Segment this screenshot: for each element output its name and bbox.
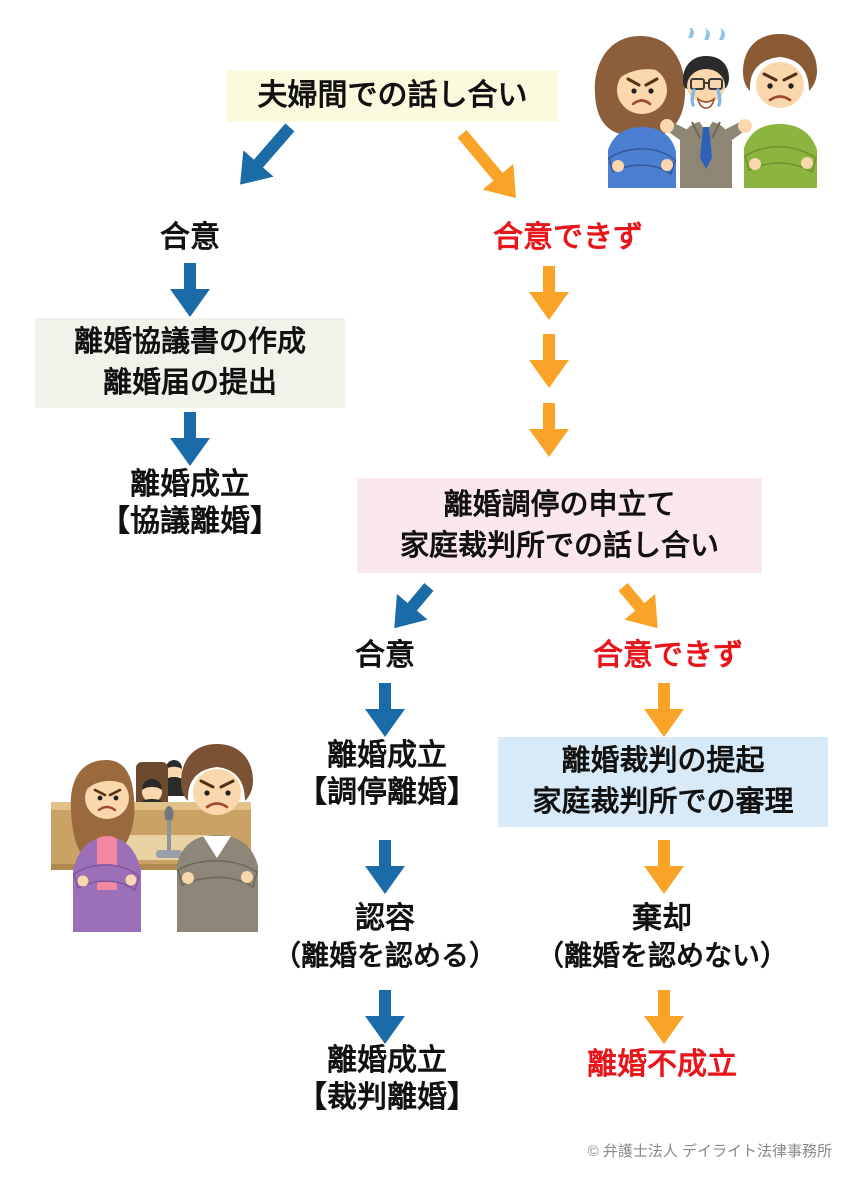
- down-arrow-icon: [644, 683, 684, 742]
- disagree-label-1-text: 合意できず: [493, 221, 643, 254]
- down-arrow-icon: [644, 990, 684, 1049]
- agreement-document-line2: 離婚届の提出: [102, 367, 277, 399]
- diagonal-down-left-arrow-icon: [225, 114, 305, 198]
- down-arrow-icon: [644, 840, 684, 899]
- courtroom-svg: [51, 744, 258, 932]
- consensual-divorce-line1: 離婚成立: [130, 468, 250, 501]
- lawsuit-line2: 家庭裁判所での審理: [532, 786, 794, 818]
- start-discussion-label: 夫婦間での話し合い: [257, 79, 528, 112]
- disagree-label-2-text: 合意できず: [593, 639, 743, 672]
- lawsuit-box: 離婚裁判の提起 家庭裁判所での審理: [498, 737, 828, 827]
- disagree-label-1: 合意できず: [493, 221, 643, 255]
- mediation-divorce-result: 離婚成立 【調停離婚】: [297, 737, 477, 811]
- consensual-divorce-result: 離婚成立 【協議離婚】: [100, 466, 280, 540]
- arguing-couple-illustration: [588, 26, 828, 188]
- copyright-notice: © 弁護士法人 デイライト法律事務所: [588, 1140, 832, 1161]
- down-arrow-icon: [170, 412, 210, 471]
- mediation-line1: 離婚調停の申立て: [443, 488, 676, 521]
- dismissal-line2: （離婚を認めない）: [535, 940, 789, 971]
- agree-label-1: 合意: [160, 221, 220, 255]
- agree-label-1-text: 合意: [160, 221, 220, 254]
- down-arrow-icon: [529, 334, 569, 393]
- diagonal-down-right-arrow-icon: [447, 121, 532, 211]
- down-arrow-icon: [365, 840, 405, 899]
- judicial-divorce-line2: 【裁判離婚】: [297, 1081, 477, 1114]
- diagonal-down-right-arrow-icon: [608, 574, 677, 645]
- agreement-document-box: 離婚協議書の作成 離婚届の提出: [35, 318, 345, 408]
- mediation-box: 離婚調停の申立て 家庭裁判所での話し合い: [357, 478, 762, 573]
- courtroom-illustration: [33, 740, 268, 932]
- agree-label-2-text: 合意: [355, 639, 415, 672]
- dismissal-line1: 棄却: [631, 902, 692, 935]
- down-arrow-icon: [365, 683, 405, 742]
- lawsuit-line1: 離婚裁判の提起: [561, 745, 765, 777]
- acceptance-node: 認容 （離婚を認める）: [273, 900, 497, 974]
- mediation-divorce-line1: 離婚成立: [327, 739, 447, 772]
- copyright-text: © 弁護士法人 デイライト法律事務所: [587, 1143, 832, 1160]
- arguing-couple-svg: [594, 26, 817, 188]
- dismissal-node: 棄却 （離婚を認めない）: [536, 900, 788, 974]
- divorce-failure-node: 離婚不成立: [587, 1048, 737, 1082]
- judicial-divorce-line1: 離婚成立: [327, 1044, 447, 1077]
- agreement-document-line1: 離婚協議書の作成: [73, 326, 306, 358]
- divorce-failure-text: 離婚不成立: [587, 1048, 737, 1081]
- down-arrow-icon: [365, 990, 405, 1049]
- judicial-divorce-result: 離婚成立 【裁判離婚】: [297, 1042, 477, 1116]
- consensual-divorce-line2: 【協議離婚】: [100, 505, 280, 538]
- agree-label-2: 合意: [355, 639, 415, 673]
- mediation-line2: 家庭裁判所での話し合い: [399, 529, 719, 562]
- start-discussion-box: 夫婦間での話し合い: [227, 70, 558, 122]
- acceptance-line1: 認容: [354, 902, 415, 935]
- diagonal-down-left-arrow-icon: [376, 574, 445, 645]
- down-arrow-icon: [529, 266, 569, 325]
- down-arrow-icon: [529, 403, 569, 462]
- disagree-label-2: 合意できず: [593, 639, 743, 673]
- down-arrow-icon: [170, 263, 210, 322]
- mediation-divorce-line2: 【調停離婚】: [297, 776, 477, 809]
- acceptance-line2: （離婚を認める）: [272, 940, 498, 971]
